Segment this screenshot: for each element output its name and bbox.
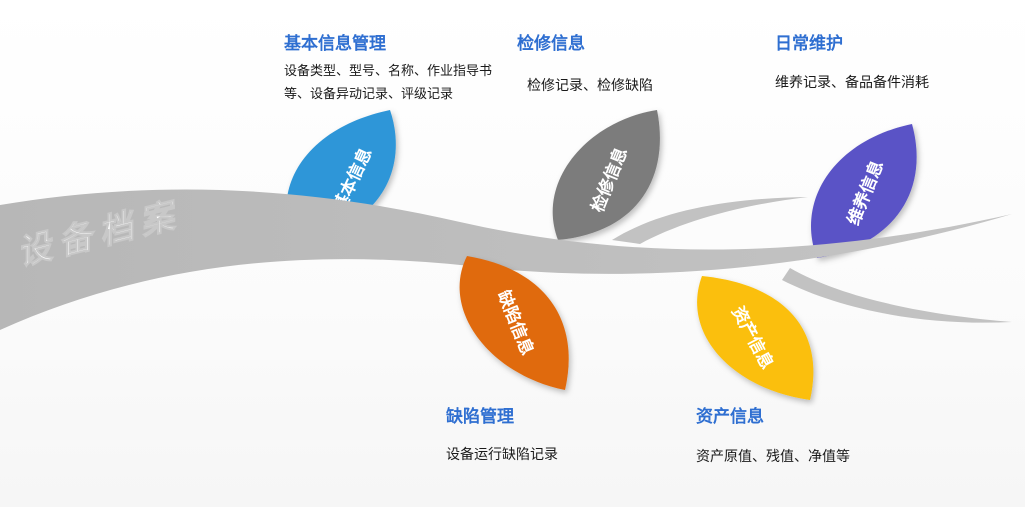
leaf-defect-info: 缺陷信息: [459, 256, 569, 390]
description-asset-info: 资产原值、残值、净值等: [696, 449, 850, 465]
leaf-upkeep-info: 维养信息: [810, 124, 917, 258]
description-basic-info: 设备类型、型号、名称、作业指导书等、设备异动记录、评级记录: [284, 64, 493, 102]
leaf-shape: [459, 256, 569, 390]
leaf-shape: [810, 124, 917, 258]
stem-main: [0, 189, 1012, 330]
stem-twig-lower: [782, 268, 1012, 323]
description-daily-upkeep: 维养记录、备品备件消耗: [775, 75, 929, 91]
heading-maintenance: 检修信息: [517, 34, 585, 54]
heading-asset-info: 资产信息: [696, 407, 764, 427]
description-maintenance: 检修记录、检修缺陷: [527, 78, 653, 94]
stem: [0, 189, 1012, 330]
leaf-maintenance-info: 检修信息: [552, 110, 660, 240]
leaf-asset-info: 资产信息: [697, 276, 814, 400]
leaf-shape: [552, 110, 660, 240]
leaf-shape: [697, 276, 814, 400]
heading-defect-management: 缺陷管理: [446, 407, 514, 427]
heading-daily-upkeep: 日常维护: [775, 34, 843, 54]
description-defect-management: 设备运行缺陷记录: [446, 447, 558, 463]
stem-twig-upper: [612, 197, 808, 244]
heading-basic-info: 基本信息管理: [284, 34, 386, 54]
